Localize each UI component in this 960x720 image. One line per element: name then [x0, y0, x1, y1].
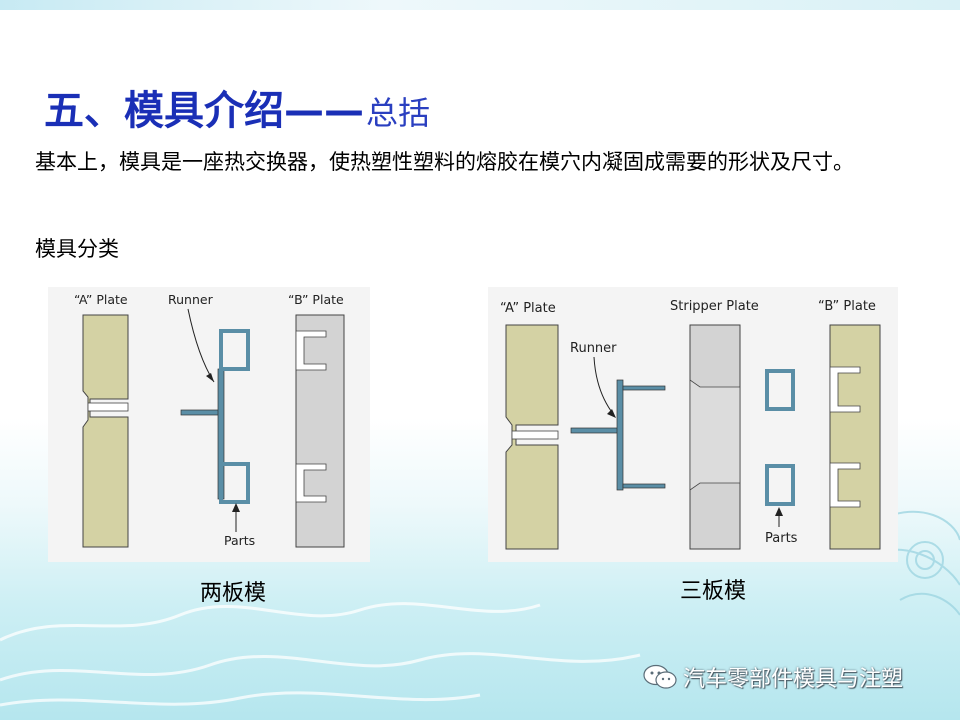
runner-branch-upper [622, 385, 666, 391]
label-b-plate: “B” Plate [818, 299, 876, 314]
parts-arrowhead [232, 503, 240, 512]
runner-arrowhead [206, 373, 214, 382]
label-runner: Runner [570, 341, 617, 356]
watermark-text: 汽车零部件模具与注塑 [683, 667, 904, 692]
two-plate-mold-diagram: “A” Plate Runner “B” Plate Parts [48, 287, 370, 562]
part-upper [219, 329, 250, 371]
label-b-plate: “B” Plate [288, 292, 344, 307]
parts-arrowhead [775, 507, 783, 516]
b-plate-cavity-lower [295, 463, 327, 503]
runner-main [616, 379, 624, 491]
runner-arrow [187, 308, 215, 383]
three-plate-diagram-svg: “A” Plate Stripper Plate “B” Plate Runne… [500, 299, 881, 550]
title-sub: 总括 [366, 94, 431, 132]
section-label: 模具分类 [35, 237, 119, 261]
runner-sprue [180, 409, 222, 416]
a-plate [505, 324, 559, 550]
a-plate [82, 314, 129, 548]
b-plate-cavity-upper [829, 366, 861, 413]
runner-arrowhead [607, 409, 616, 418]
body-paragraph: 基本上，模具是一座热交换器，使热塑性塑料的熔胶在模穴内凝固成需要的形状及尺寸。 [35, 150, 854, 174]
title-dash: —— [284, 88, 364, 134]
b-plate [829, 324, 881, 550]
three-plate-mold-diagram: “A” Plate Stripper Plate “B” Plate Runne… [488, 287, 898, 562]
b-plate [295, 314, 345, 548]
part-lower [219, 462, 250, 504]
label-runner: Runner [168, 292, 214, 307]
label-stripper-plate: Stripper Plate [670, 299, 759, 314]
runner-sprue [570, 427, 622, 434]
slide-title: 五、模具介绍——总括 [44, 78, 430, 136]
top-decor-bar [0, 0, 960, 10]
b-plate-cavity-upper [295, 330, 327, 371]
label-a-plate: “A” Plate [74, 292, 128, 307]
label-a-plate: “A” Plate [500, 301, 556, 316]
part-lower [765, 464, 795, 506]
sprue-channel [87, 402, 129, 412]
wechat-icon [643, 664, 677, 689]
two-plate-diagram-svg: “A” Plate Runner “B” Plate Parts [74, 292, 345, 548]
label-parts: Parts [224, 533, 255, 548]
watermark: 汽车零部件模具与注塑 [643, 663, 904, 692]
caption-three-plate: 三板模 [680, 579, 747, 604]
label-parts: Parts [765, 531, 798, 546]
stripper-slot [689, 379, 741, 491]
part-upper [765, 369, 795, 411]
title-main: 五、模具介绍 [44, 88, 284, 134]
sprue-channel [511, 430, 559, 440]
b-plate-cavity-lower [829, 462, 861, 508]
runner-arrow [593, 356, 615, 416]
runner-branch-lower [622, 483, 666, 489]
caption-two-plate: 两板模 [200, 581, 267, 606]
